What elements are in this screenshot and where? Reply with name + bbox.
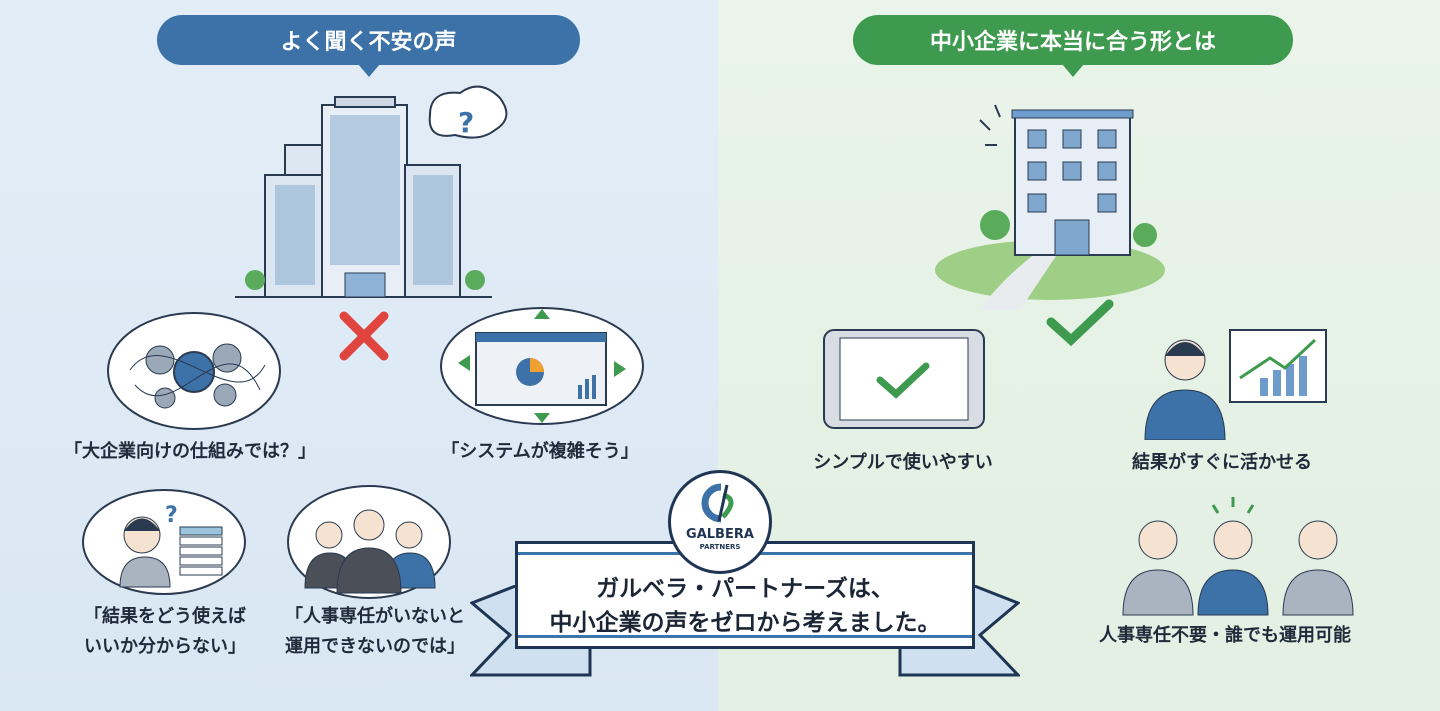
logo-sub: PARTNERS [699, 543, 741, 551]
logo-mark-icon [701, 483, 734, 523]
presenter-chart-icon [1144, 329, 1327, 440]
logo-name: GALBERA [686, 527, 754, 542]
concern-line: 「結果をどう使えば [84, 606, 246, 627]
small-building-icon [935, 104, 1165, 310]
banner-line1: ガルベラ・パートナーズは、 [596, 576, 894, 602]
red-x-icon [339, 311, 389, 361]
confused-person-cloud-icon: ? [82, 489, 246, 595]
benefit-simple: シンプルで使いやすい [813, 452, 993, 473]
concern-large-company: 「大企業向けの仕組みでは？」 [64, 441, 316, 462]
benefit-results: 結果がすぐに活かせる [1132, 452, 1312, 473]
concern-using-results: 「結果をどう使えばいいか分からない」 [60, 602, 270, 662]
concern-complex-system: 「システムが複雑そう」 [441, 441, 639, 462]
banner-line2: 中小企業の声をゼロから考えました。 [549, 610, 941, 636]
green-check-icon [1046, 299, 1114, 347]
tablet-check-icon [823, 329, 985, 429]
benefit-no-hr-needed: 人事専任不要・誰でも運用可能 [1099, 625, 1351, 646]
large-building-icon: ? [235, 85, 508, 298]
concern-line: 運用できないのでは」 [285, 636, 465, 657]
svg-text:?: ? [458, 106, 474, 139]
concern-no-hr-staff: 「人事専任がいないと運用できないのでは」 [270, 602, 480, 662]
svg-text:?: ? [165, 503, 178, 528]
concerns-title: よく聞く不安の声 [157, 15, 580, 77]
concern-line: いいか分からない」 [84, 636, 246, 657]
worried-team-cloud-icon [287, 485, 451, 599]
concern-line: 「人事専任がいないと [285, 606, 465, 627]
cheering-team-icon [1122, 497, 1354, 616]
galbera-logo: GALBERA PARTNERS [668, 470, 772, 574]
solutions-title: 中小企業に本当に合う形とは [853, 15, 1293, 77]
complex-system-cloud-icon [440, 307, 644, 425]
complex-gears-cloud-icon [107, 312, 281, 430]
